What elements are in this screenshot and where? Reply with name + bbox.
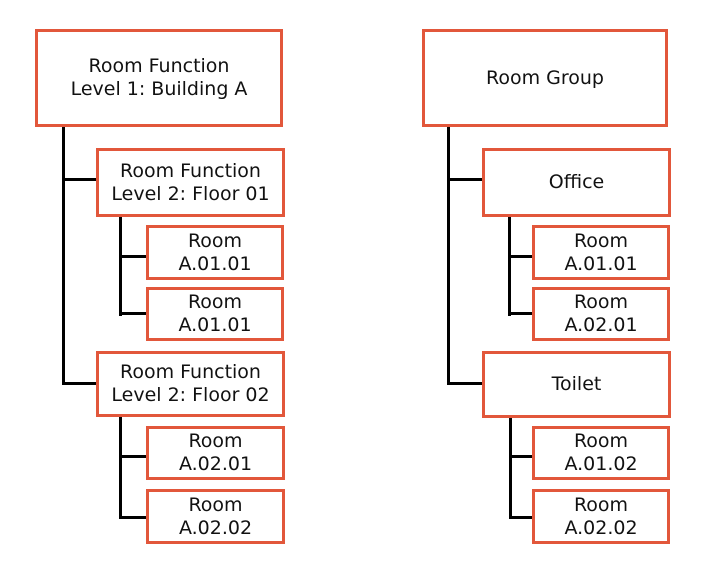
room-group-node: Room Group [422,29,668,127]
room-a0202-node: Room A.02.02 [146,489,285,544]
room-a0101-node-1: Room A.01.01 [146,225,284,280]
left-room3-branch-line [119,455,146,458]
room-function-level2-floor02-node: Room Function Level 2: Floor 02 [96,351,285,417]
left-floor02-branch-line [62,382,96,385]
right-root-vertical-line [447,126,450,385]
right-toilet-branch-line [447,382,482,385]
toilet-node: Toilet [482,351,671,418]
left-root-vertical-line [62,126,65,385]
left-floor02-vertical-line [119,417,122,519]
room-a0101-node-2: Room A.01.01 [146,287,284,341]
left-room1-branch-line [119,255,146,258]
toilet-room-a0202-node: Room A.02.02 [532,489,670,544]
left-floor01-vertical-line [119,217,122,316]
room-a0201-node: Room A.02.01 [146,426,285,480]
left-room4-branch-line [119,516,146,519]
office-room-a0101-node: Room A.01.01 [532,225,670,280]
room-function-level1-node: Room Function Level 1: Building A [35,29,283,127]
right-room2-branch-line [508,312,532,315]
right-office-vertical-line [508,217,511,316]
office-room-a0201-node: Room A.02.01 [532,287,670,341]
right-office-branch-line [447,178,482,181]
right-room1-branch-line [508,255,532,258]
toilet-room-a0102-node: Room A.01.02 [532,426,670,480]
left-floor01-branch-line [62,178,96,181]
right-room4-branch-line [509,516,532,519]
right-room3-branch-line [509,455,532,458]
right-toilet-vertical-line [509,418,512,519]
room-function-level2-floor01-node: Room Function Level 2: Floor 01 [96,148,285,217]
left-room2-branch-line [119,312,146,315]
office-node: Office [482,148,671,217]
